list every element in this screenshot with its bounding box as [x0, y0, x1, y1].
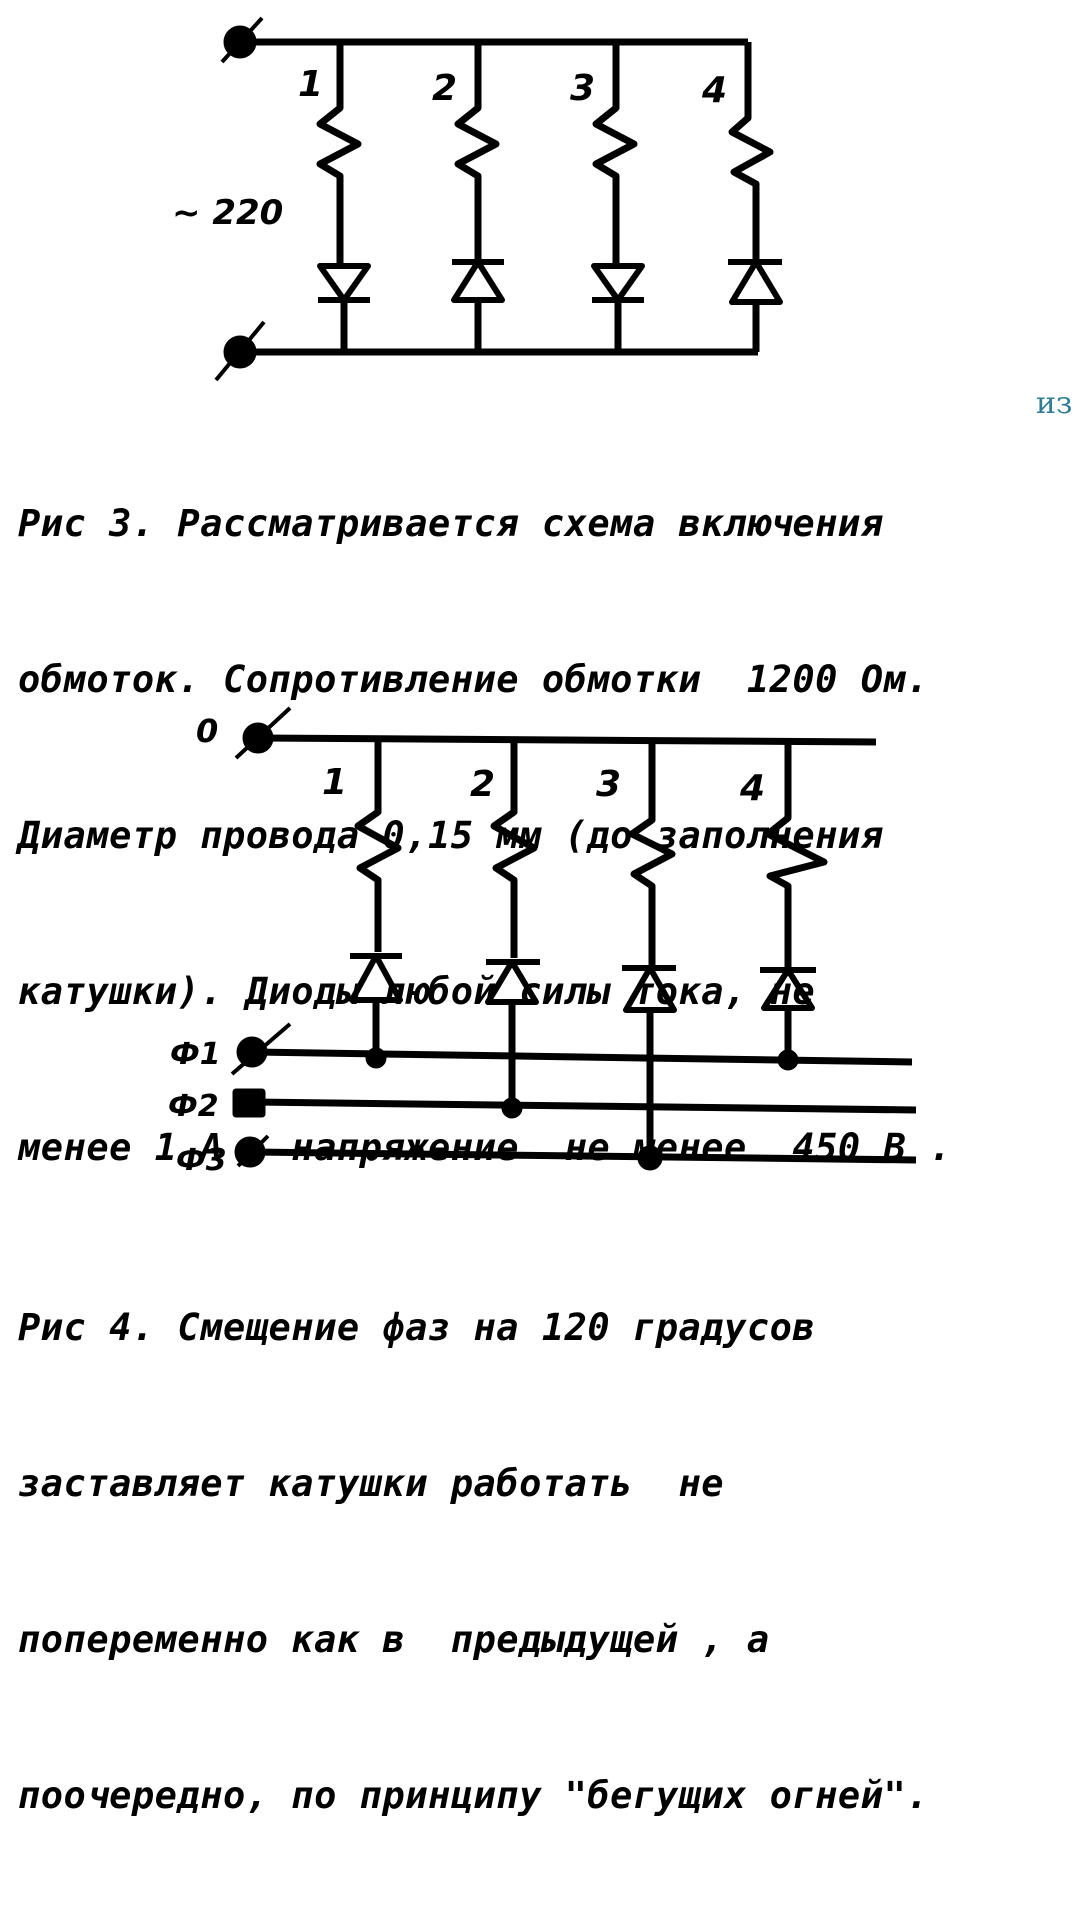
junction-dot	[637, 1145, 663, 1171]
figure-4-circuit	[230, 706, 917, 1171]
figure-3-circuit	[214, 16, 783, 382]
phase-label-3: Ф3	[176, 1143, 227, 1178]
voltage-label: ~ 220	[172, 193, 283, 233]
fig3-branch-1	[316, 42, 371, 352]
fig4-branch-1	[349, 740, 403, 1069]
fig3-label-1: 1	[298, 64, 323, 105]
corner-text: из	[1036, 386, 1073, 421]
caption-line: менее 1 А , напряжение не менее 450 В .	[18, 1126, 952, 1169]
fig4-label-1: 1	[322, 762, 347, 803]
diode-down	[317, 263, 371, 303]
neutral-label: 0	[196, 712, 218, 750]
caption-line: катушки). Диоды любой силы тока, не	[18, 970, 816, 1013]
fig4-label-4: 4	[739, 768, 765, 809]
terminal-phase-1	[230, 1022, 292, 1076]
phase-label-1: Ф1	[170, 1037, 221, 1072]
figure-3-caption: Рис 3. Рассматривается схема включения о…	[18, 394, 952, 1278]
circuit-diagrams: 1 2 3 4 ~ 220	[168, 16, 917, 1178]
caption-line: заставляет катушки работать не	[18, 1462, 725, 1505]
caption-line: Диаметр провода 0,15 мм (до заполнения	[18, 814, 884, 857]
caption-line: обмоток. Сопротивление обмотки 1200 Ом.	[18, 658, 930, 701]
neutral-bus-wire	[257, 734, 877, 746]
diode-up	[729, 259, 783, 305]
phase-1-wire	[249, 1048, 913, 1066]
terminal-phase-3	[234, 1134, 270, 1168]
junction-dot	[777, 1049, 799, 1071]
fig3-label-2: 2	[432, 68, 457, 109]
terminal-neutral	[234, 706, 292, 760]
phase-label-2: Ф2	[168, 1089, 219, 1124]
caption-line: Рис 3. Рассматривается схема включения	[18, 502, 884, 545]
terminal-phase-2	[232, 1088, 266, 1118]
figure-4-caption: Рис 4. Смещение фаз на 120 градусов заст…	[18, 1198, 929, 1926]
terminal-top	[220, 16, 264, 64]
fig3-label-3: 3	[570, 68, 595, 109]
diode-down	[591, 263, 645, 303]
fig3-branch-3	[591, 42, 645, 352]
fig4-label-3: 3	[596, 764, 621, 805]
caption-line: Рис 4. Смещение фаз на 120 градусов	[18, 1306, 816, 1349]
terminal-bottom	[214, 320, 266, 382]
fig4-branch-3	[622, 740, 677, 1171]
fig3-branch-4	[728, 42, 783, 352]
caption-line: поочередно, по принципу "бегущих огней".	[18, 1774, 930, 1817]
junction-dot	[501, 1097, 523, 1119]
fig4-branch-4	[760, 740, 828, 1071]
fig3-branch-2	[451, 42, 505, 352]
fig4-label-2: 2	[470, 764, 495, 805]
fig3-label-4: 4	[701, 70, 727, 111]
caption-line: попеременно как в предыдущей , а	[18, 1618, 770, 1661]
phase-3-wire	[249, 1148, 917, 1164]
fig4-branch-2	[485, 740, 540, 1119]
diode-up	[451, 259, 505, 303]
page: 1 2 3 4 ~ 220	[18, 16, 1073, 1817]
junction-dot	[365, 1047, 387, 1069]
phase-2-wire	[249, 1098, 917, 1114]
